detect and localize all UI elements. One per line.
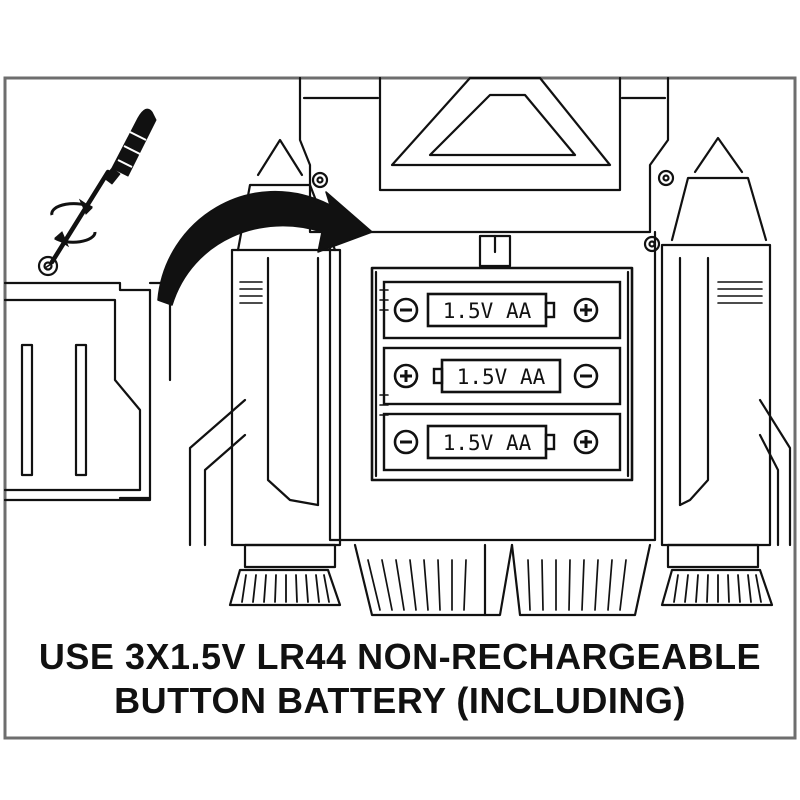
plus-terminal-icon (573, 429, 599, 455)
battery-compartment-housing (328, 230, 661, 542)
robot-chest-icon (298, 76, 675, 234)
rotate-arrows-icon (50, 198, 97, 248)
minus-terminal-icon (573, 363, 599, 389)
minus-terminal-icon (393, 297, 419, 323)
battery-slot: 1.5V AA (382, 346, 622, 406)
battery-label: 1.5V AA (443, 431, 532, 455)
instruction-line-1: USE 3X1.5V LR44 NON-RECHARGEABLE (38, 636, 762, 677)
robot-treads-icon (353, 543, 652, 617)
diagram-frame (3, 76, 797, 740)
battery-slot: 1.5V AA (382, 412, 622, 472)
plus-terminal-icon (573, 297, 599, 323)
battery-label: 1.5V AA (443, 299, 532, 323)
plus-terminal-icon (393, 363, 419, 389)
minus-terminal-icon (393, 429, 419, 455)
battery-label: 1.5V AA (457, 365, 546, 389)
insert-direction-arrow-icon (157, 190, 373, 306)
left-rocket-icon (188, 138, 342, 607)
screwdriver-icon (49, 108, 157, 265)
right-rocket-icon (660, 136, 792, 607)
instruction-line-2: BUTTON BATTERY (INCLUDING) (114, 680, 686, 721)
battery-slot: 1.5V AA (382, 280, 622, 340)
